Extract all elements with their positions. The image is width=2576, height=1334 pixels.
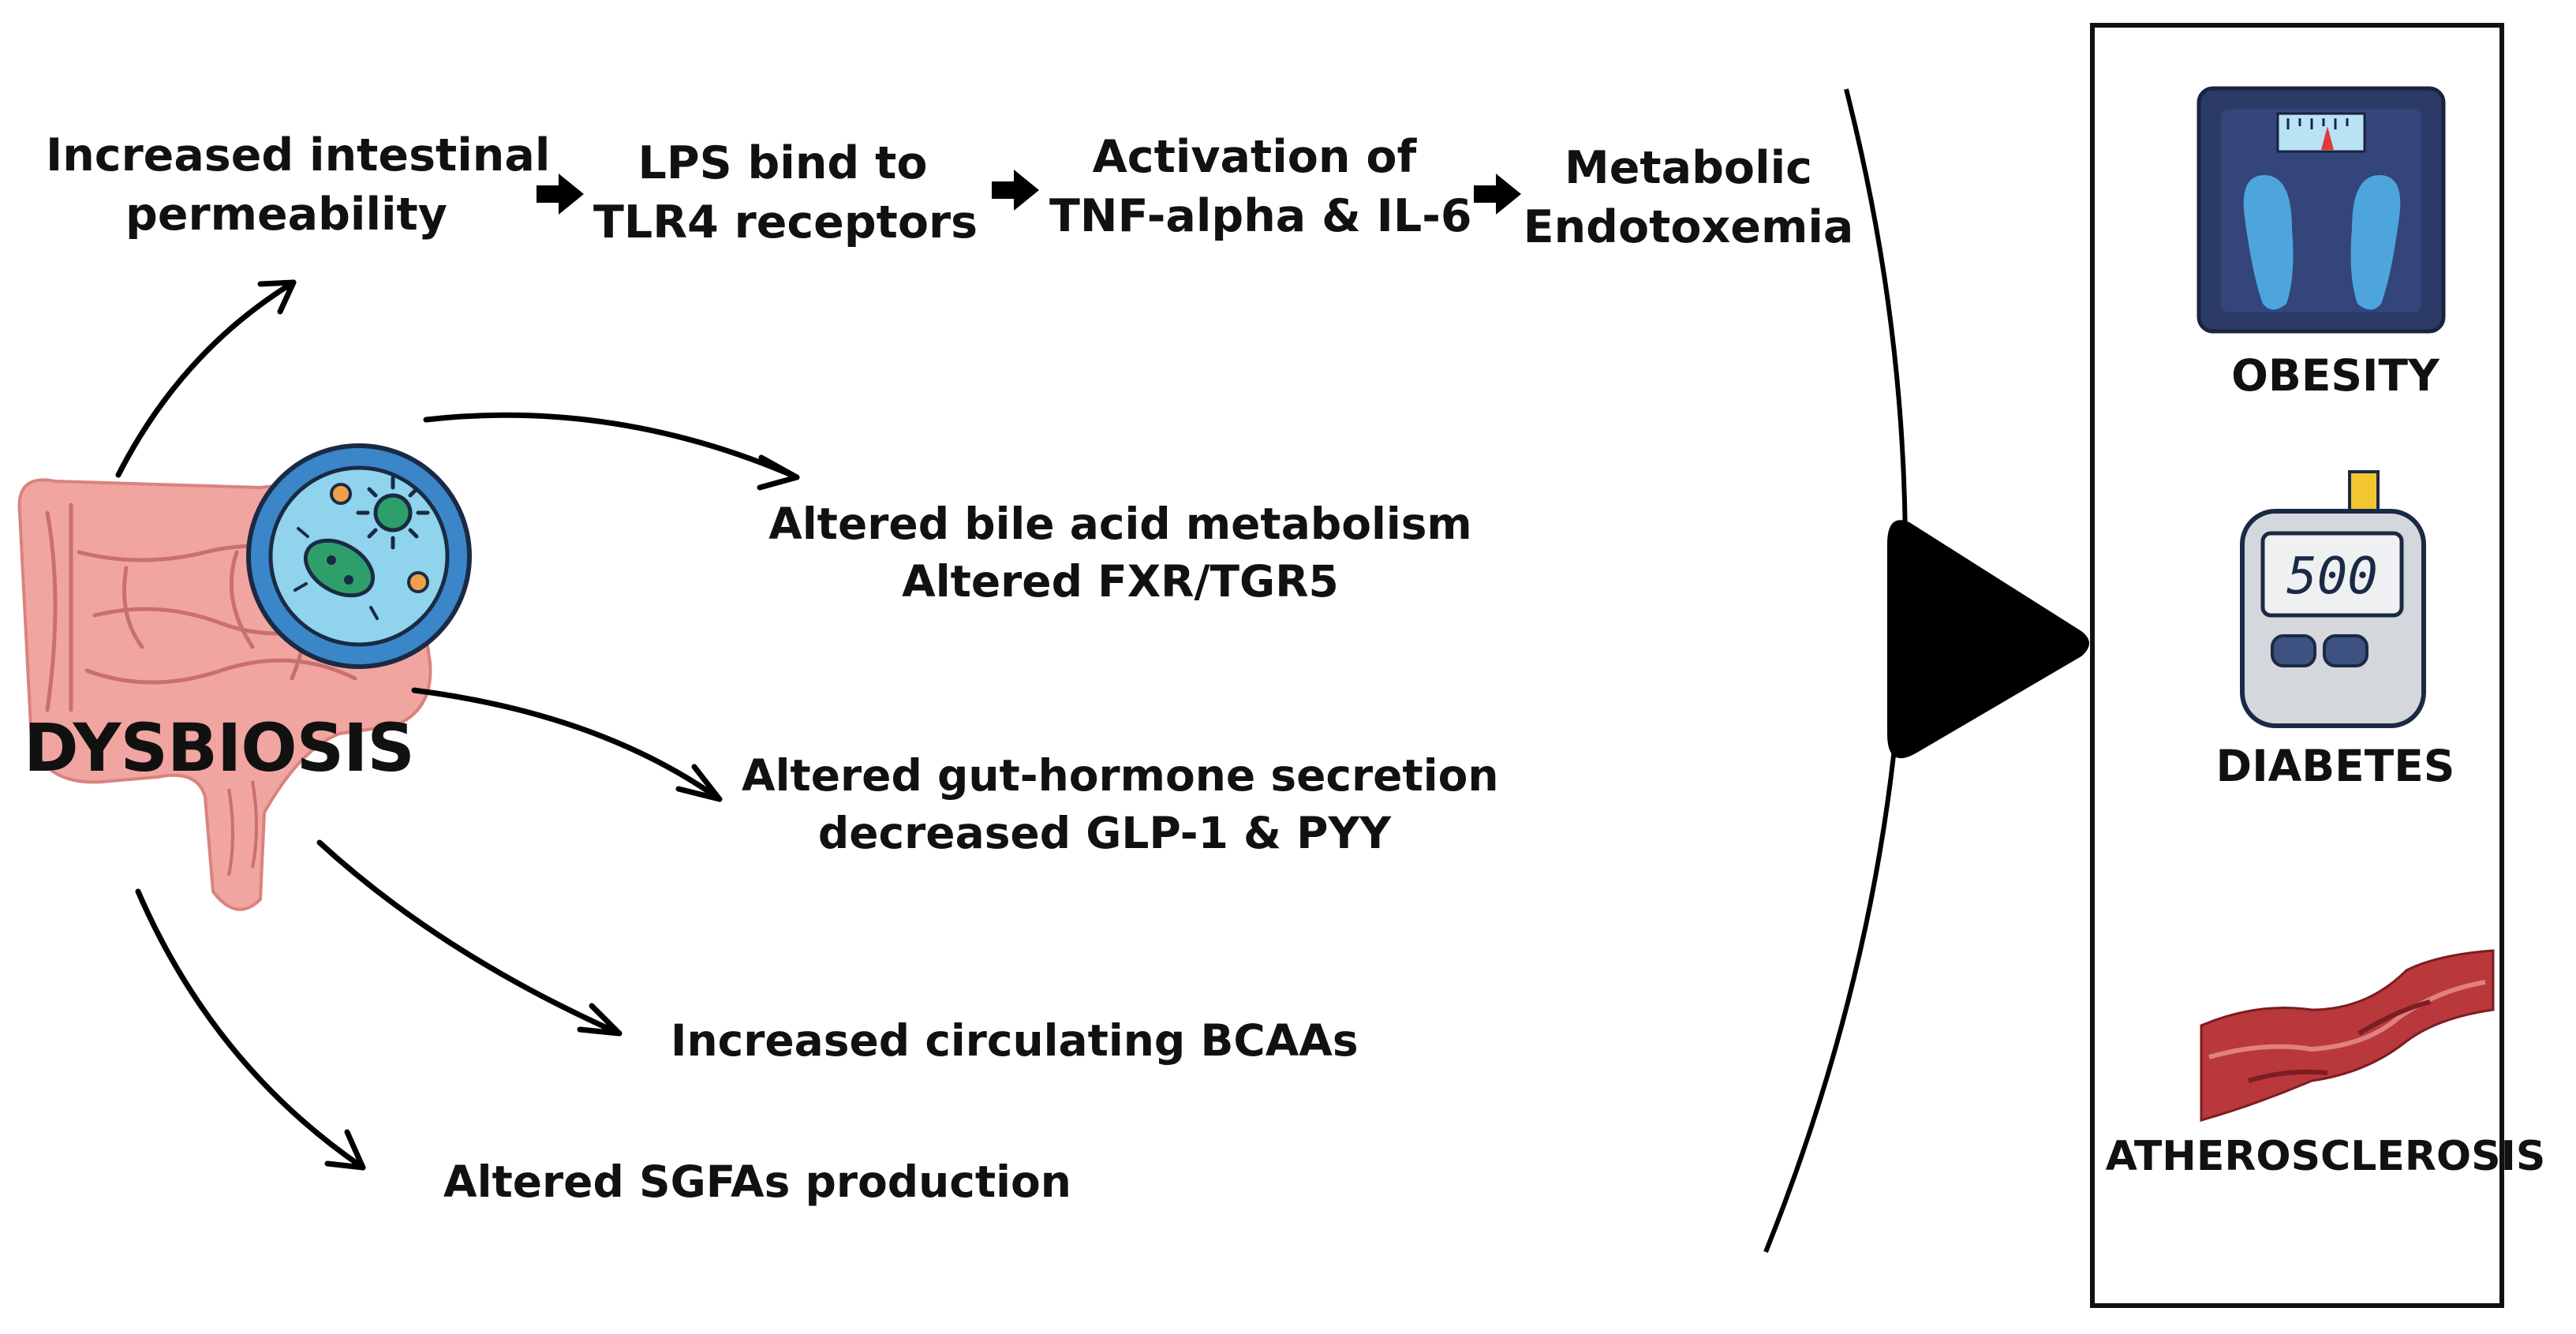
outcome-box [2090, 23, 2504, 1308]
curved-arrow-to-bcaa [316, 839, 623, 1037]
dysbiosis-label: DYSBIOSIS [24, 709, 415, 787]
outcome-diabetes-label: DIABETES [2215, 741, 2455, 791]
pathway-step-activation: Activation of TNF-alpha & IL-6 [1049, 128, 1472, 246]
effect-bile-acid-line2: Altered FXR/TGR5 [902, 555, 1339, 607]
scale-icon [2197, 86, 2446, 334]
pathway-arrow-2 [992, 170, 1039, 211]
pathway-step-endotoxemia: Metabolic Endotoxemia [1523, 139, 1854, 257]
curved-arrow-to-bile [423, 412, 800, 480]
convergence-arrowhead [1887, 520, 2089, 759]
pathway-step-lps-line1: LPS bind to [637, 137, 928, 189]
pathway-step-permeability: Increased intestinal permeability [46, 126, 551, 245]
pathway-step-activation-line2: TNF-alpha & IL-6 [1049, 190, 1472, 243]
arrowhead-hormone [675, 764, 723, 802]
effect-gut-hormone: Altered gut-hormone secretion decreased … [742, 747, 1499, 861]
pathway-step-permeability-line1: Increased intestinal [46, 129, 551, 181]
outcome-atherosclerosis-label: ATHEROSCLEROSIS [2105, 1133, 2546, 1180]
effect-gut-hormone-line2: decreased GLP-1 & PYY [817, 807, 1392, 858]
pathway-arrow-3 [1474, 174, 1521, 215]
effect-bile-acid-line1: Altered bile acid metabolism [768, 499, 1472, 549]
pathway-step-endotoxemia-line2: Endotoxemia [1523, 201, 1854, 254]
arrowhead-bile [757, 454, 800, 491]
outcome-obesity-label: OBESITY [2231, 350, 2440, 401]
arrowhead-permeability [257, 279, 297, 315]
effect-bile-acid: Altered bile acid metabolism Altered FXR… [765, 495, 1475, 610]
arrowhead-bcaa [577, 1003, 623, 1037]
convergence-arc [1763, 88, 1908, 1254]
pathway-arrow-1 [537, 174, 584, 215]
curved-arrow-to-permeability [115, 279, 297, 478]
arrowhead-sgfa [324, 1129, 366, 1171]
pathway-step-permeability-line2: permeability [125, 189, 447, 241]
curved-arrow-to-hormone [411, 687, 723, 802]
artery-icon [2200, 949, 2495, 1122]
pathway-step-lps: LPS bind to TLR4 receptors [593, 134, 978, 252]
pathway-step-endotoxemia-line1: Metabolic [1565, 142, 1812, 194]
effect-gut-hormone-line1: Altered gut-hormone secretion [742, 750, 1499, 801]
curved-arrow-to-sgfa [135, 888, 366, 1171]
glucometer-icon [2240, 470, 2426, 728]
effect-bcaa: Increased circulating BCAAs [671, 1015, 1359, 1066]
effect-sgfa: Altered SGFAs production [443, 1157, 1071, 1207]
pathway-step-lps-line2: TLR4 receptors [593, 196, 978, 249]
petri-dish-icon [246, 443, 472, 669]
pathway-step-activation-line1: Activation of [1092, 131, 1417, 183]
glucometer-reading: 500 [2286, 547, 2378, 606]
